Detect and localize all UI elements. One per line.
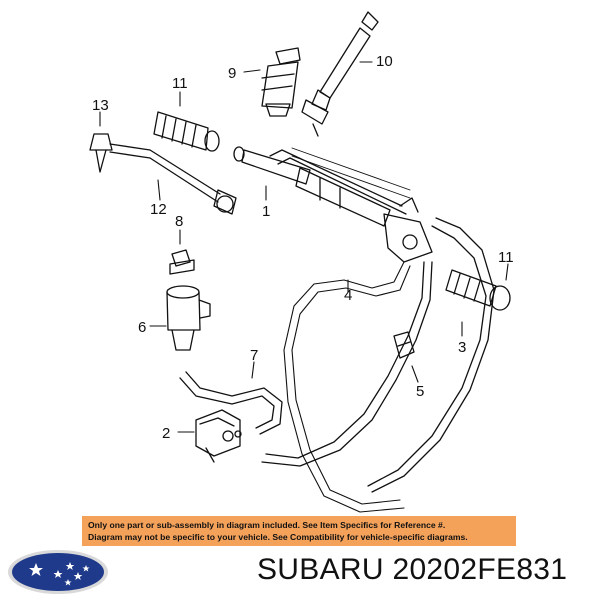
rack-boot-part [153,111,220,152]
shaft-boot-part [261,47,301,117]
callout-10: 10 [376,53,393,70]
callout-labels: 10 9 11 13 12 1 8 11 4 6 3 7 5 2 [92,53,514,442]
callout-11-upper: 11 [172,75,188,92]
callout-leaders [99,61,509,433]
tie-rod-part [89,133,237,215]
callout-11-lower: 11 [498,249,514,266]
steering-shaft-part [301,11,379,137]
callout-13: 13 [92,97,109,114]
reservoir-cap-part [169,249,195,275]
callout-6: 6 [138,319,146,336]
return-hose-part [179,371,283,435]
notice-banner: Only one part or sub-assembly in diagram… [82,516,516,546]
subaru-logo-icon [8,550,108,594]
callout-1: 1 [262,203,270,220]
hose-bracket-part [393,331,415,359]
callout-9: 9 [228,65,236,82]
reservoir-part [166,285,211,351]
callout-2: 2 [162,425,170,442]
callout-12: 12 [150,201,167,218]
callout-8: 8 [175,213,183,230]
pressure-hose-part [261,217,495,513]
callout-4: 4 [344,287,352,304]
power-steering-pump-part [195,409,242,463]
callout-7: 7 [250,347,258,364]
steering-rack-part [233,146,433,263]
notice-line-2: Diagram may not be specific to your vehi… [88,532,468,542]
callout-5: 5 [416,383,424,400]
notice-line-1: Only one part or sub-assembly in diagram… [88,520,446,530]
callout-3: 3 [458,339,466,356]
rack-boot-lower-part [445,269,511,311]
part-number-label: SUBARU 20202FE831 [257,553,568,586]
